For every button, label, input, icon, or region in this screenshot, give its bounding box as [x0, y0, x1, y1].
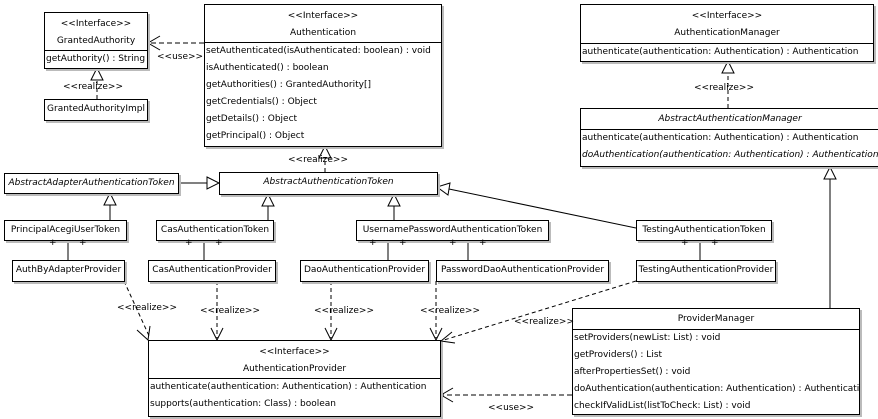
realize-label: <<realize>>: [200, 306, 260, 316]
method: setAuthenticated(isAuthenticated: boolea…: [206, 46, 431, 56]
class-provider-manager[interactable]: ProviderManager setProviders(newList: Li…: [572, 308, 860, 415]
class-name: AuthenticationManager: [674, 28, 780, 38]
arrowhead: [261, 192, 275, 207]
multiplicity: +: [49, 238, 57, 248]
class-name: AuthenticationProvider: [242, 364, 347, 374]
class-authentication-manager[interactable]: <<Interface>> AuthenticationManager authe…: [580, 4, 874, 62]
realize-label: <<realize>>: [694, 83, 754, 93]
method: checkIfValidList(listToCheck: List) : vo…: [574, 401, 751, 411]
method: authenticate(authentication: Authenticat…: [150, 382, 427, 392]
multiplicity: +: [185, 238, 193, 248]
arrowhead: [721, 59, 735, 74]
class-granted-authority-impl[interactable]: GrantedAuthorityImpl: [44, 99, 148, 121]
method: afterPropertiesSet() : void: [574, 367, 691, 377]
use-label: <<use>>: [488, 403, 535, 413]
class-testing-authentication-token[interactable]: TestingAuthenticationToken: [636, 220, 772, 241]
method: getAuthority() : String: [46, 54, 146, 64]
method: setProviders(newList: List) : void: [574, 333, 721, 343]
method: doAuthentication(authentication: Authent…: [582, 150, 878, 160]
class-name: ProviderManager: [573, 309, 859, 330]
class-abstract-adapter-token[interactable]: AbstractAdapterAuthenticationToken: [4, 173, 179, 194]
multiplicity: +: [369, 238, 377, 248]
class-authentication-provider[interactable]: <<Interface>> AuthenticationProvider auth…: [148, 340, 441, 417]
class-testing-authentication-provider[interactable]: TestingAuthenticationProvider: [636, 260, 776, 282]
arrowhead: [435, 182, 451, 196]
class-auth-by-adapter-provider[interactable]: AuthByAdapterProvider: [12, 260, 125, 282]
arrowhead: [90, 66, 104, 81]
multiplicity: +: [681, 238, 689, 248]
realize-label: <<realize>>: [420, 306, 480, 316]
stereotype: <<Interface>>: [287, 11, 359, 21]
class-abstract-authentication-manager[interactable]: AbstractAuthenticationManager authentica…: [580, 108, 878, 167]
class-name: GrantedAuthority: [56, 36, 136, 46]
arrowhead: [103, 191, 117, 206]
use-label: <<use>>: [157, 52, 204, 62]
multiplicity: +: [79, 238, 87, 248]
multiplicity: +: [449, 238, 457, 248]
stereotype: <<Interface>>: [691, 11, 763, 21]
class-username-password-token[interactable]: UsernamePasswordAuthenticationToken: [356, 220, 549, 241]
method: authenticate(authentication: Authenticat…: [582, 133, 859, 143]
class-name: Authentication: [289, 28, 357, 38]
realize-label: <<realize>>: [117, 303, 177, 313]
stereotype: <<Interface>>: [60, 19, 132, 29]
arrowhead: [147, 35, 161, 51]
method: getAuthorities() : GrantedAuthority[]: [206, 80, 371, 90]
arrowhead: [387, 192, 401, 207]
realize-label: <<realize>>: [288, 155, 348, 165]
multiplicity: +: [215, 238, 223, 248]
multiplicity: +: [399, 238, 407, 248]
class-password-dao-authentication-provider[interactable]: PasswordDaoAuthenticationProvider: [436, 260, 609, 282]
method: getPrincipal() : Object: [206, 131, 305, 141]
class-cas-authentication-token[interactable]: CasAuthenticationToken: [156, 220, 274, 241]
class-authentication[interactable]: <<Interface>> Authentication setAuthentic…: [204, 4, 442, 147]
arrowhead: [318, 144, 332, 159]
stereotype: <<Interface>>: [259, 347, 330, 357]
multiplicity: +: [711, 238, 719, 248]
method: getProviders() : List: [574, 350, 663, 360]
method: getDetails() : Object: [206, 114, 298, 124]
multiplicity: +: [479, 238, 487, 248]
realize-label: <<realize>>: [63, 82, 123, 92]
class-cas-authentication-provider[interactable]: CasAuthenticationProvider: [148, 260, 276, 282]
class-dao-authentication-provider[interactable]: DaoAuthenticationProvider: [300, 260, 429, 282]
arrowhead: [823, 165, 837, 180]
realize-label: <<realize>>: [314, 306, 374, 316]
method: authenticate(authentication: Authenticat…: [582, 47, 859, 57]
method: supports(authentication: Class) : boolea…: [150, 399, 336, 409]
arrowhead: [440, 387, 454, 403]
class-principal-acegi-user-token[interactable]: PrincipalAcegiUserToken: [4, 220, 127, 241]
method: doAuthentication(authentication: Authent…: [574, 384, 860, 394]
arrowhead: [206, 176, 221, 190]
method: isAuthenticated() : boolean: [206, 63, 329, 73]
class-granted-authority[interactable]: <<Interface>> GrantedAuthority getAuthori…: [44, 12, 148, 69]
class-abstract-token[interactable]: AbstractAuthenticationToken: [219, 172, 438, 195]
method: getCredentials() : Object: [206, 97, 317, 107]
class-name: AbstractAuthenticationManager: [581, 109, 878, 130]
realize-label: <<realize>>: [514, 317, 574, 327]
